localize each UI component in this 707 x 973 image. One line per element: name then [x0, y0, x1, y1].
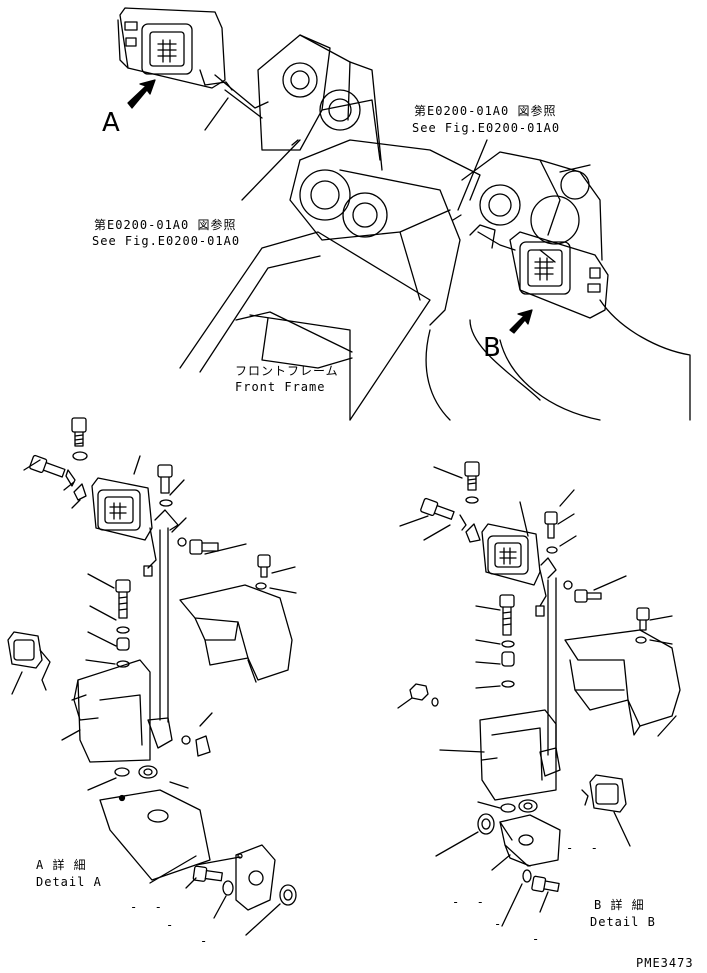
dash-mark: - — [532, 932, 541, 946]
dash-mark: - - — [130, 900, 163, 914]
ref-left-en: See Fig.E0200-01A0 — [92, 234, 241, 248]
work-lamp-upper-left — [117, 7, 269, 119]
front-frame-assembly — [179, 34, 691, 421]
detail-b-assembly — [397, 461, 681, 927]
dash-mark: - — [166, 918, 175, 932]
detail-a-title-en: Detail A — [36, 875, 102, 889]
work-lamp-upper-right — [469, 224, 609, 319]
dash-mark: - - — [566, 841, 599, 855]
detail-a-title-jp: A 詳 細 — [36, 858, 87, 872]
drawing-code: PME3473 — [636, 956, 694, 970]
ref-right-jp: 第E0200-01A0 図参照 — [414, 104, 557, 118]
front-frame-label-jp: フロントフレーム — [235, 364, 339, 378]
detail-b-title-jp: B 詳 細 — [594, 898, 645, 912]
dash-mark: - — [200, 934, 209, 948]
view-a-letter: A — [102, 108, 120, 138]
detail-a-assembly — [7, 417, 297, 936]
arrow-b-icon — [509, 309, 533, 334]
ref-left-jp: 第E0200-01A0 図参照 — [94, 218, 237, 232]
arrow-a-icon — [127, 79, 156, 109]
dash-mark: - — [494, 917, 503, 931]
ref-right-en: See Fig.E0200-01A0 — [412, 121, 561, 135]
dash-mark: - - — [452, 895, 485, 909]
view-b-letter: B — [483, 333, 501, 363]
front-frame-label-en: Front Frame — [235, 380, 326, 394]
detail-b-title-en: Detail B — [590, 915, 656, 929]
